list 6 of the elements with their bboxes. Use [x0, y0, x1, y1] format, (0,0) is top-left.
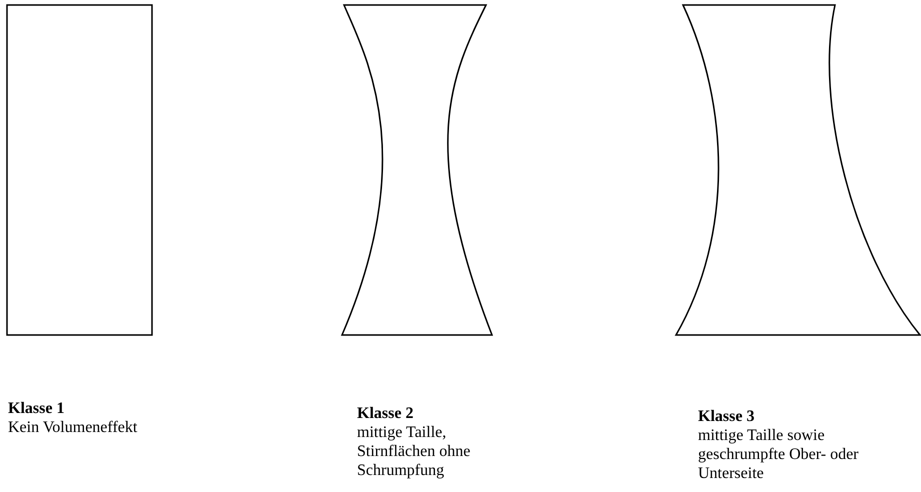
- class-description: mittige Taille sowie geschrumpfte Ober- oder Unterseite: [698, 426, 860, 483]
- class-heading: Klasse 1: [8, 399, 66, 418]
- class-heading: Klasse 3: [698, 407, 756, 426]
- class-description: mittige Taille, Stirnflächen ohne Schrumpfung: [357, 423, 472, 480]
- class-heading: Klasse 2: [357, 404, 414, 423]
- class-description: Kein Volumeneffekt: [8, 418, 138, 437]
